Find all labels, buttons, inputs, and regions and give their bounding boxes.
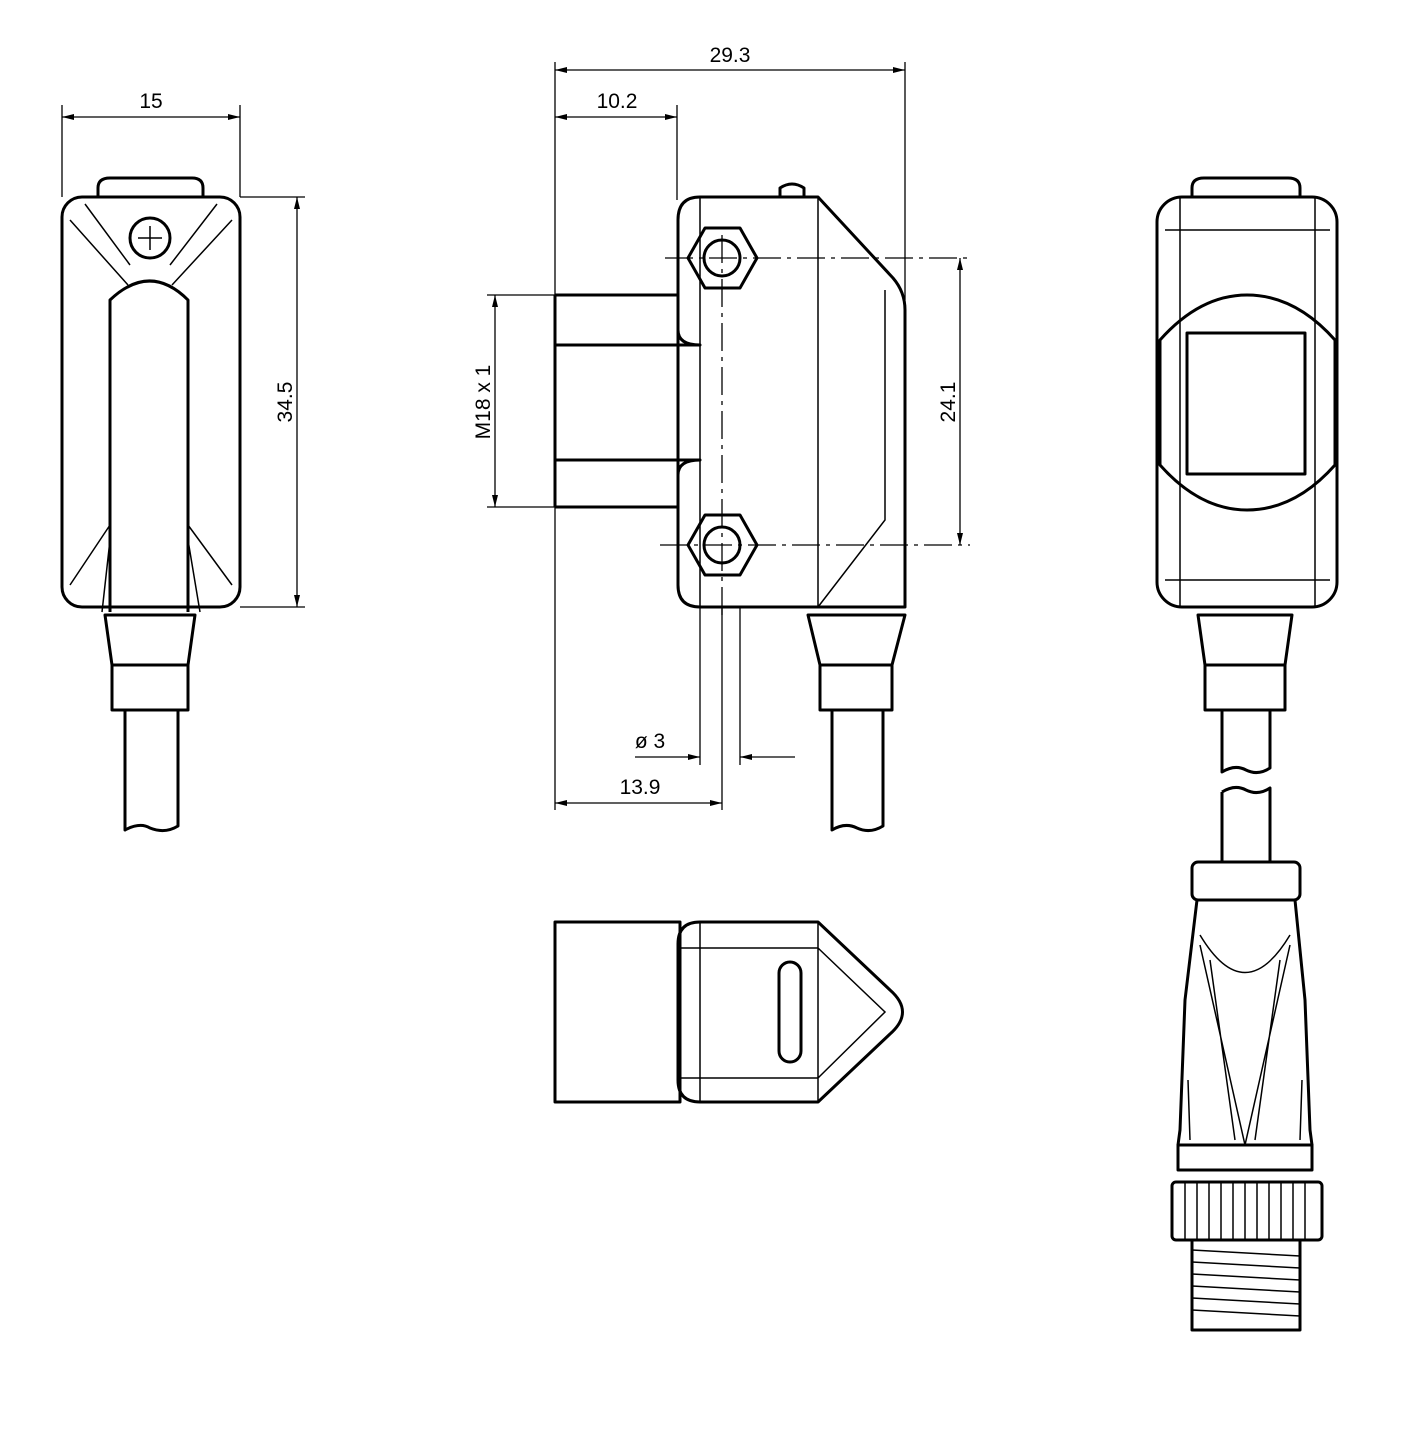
dim-thread-offset: 10.2 [597, 90, 638, 113]
side-view: 29.3 10.2 M18 x 1 24.1 ø 3 13.9 [472, 44, 970, 833]
dim-hole-offset: 13.9 [620, 776, 661, 799]
dim-overall-depth: 29.3 [710, 44, 751, 67]
rear-view [1155, 176, 1339, 1332]
dim-hole-diameter: ø 3 [635, 730, 665, 753]
top-view [553, 920, 904, 1104]
indicator-slot [777, 960, 803, 1064]
front-view: 15 34.5 [60, 90, 305, 833]
dim-hole-spacing: 24.1 [937, 382, 960, 423]
dim-width-front: 15 [139, 90, 162, 113]
dim-height-front: 34.5 [274, 382, 297, 423]
knurled-nut [1170, 1180, 1324, 1242]
adjustment-screw-icon [128, 216, 172, 260]
display-window [1185, 331, 1307, 476]
connector-thread [1190, 1238, 1302, 1332]
dim-thread: M18 x 1 [472, 365, 495, 440]
